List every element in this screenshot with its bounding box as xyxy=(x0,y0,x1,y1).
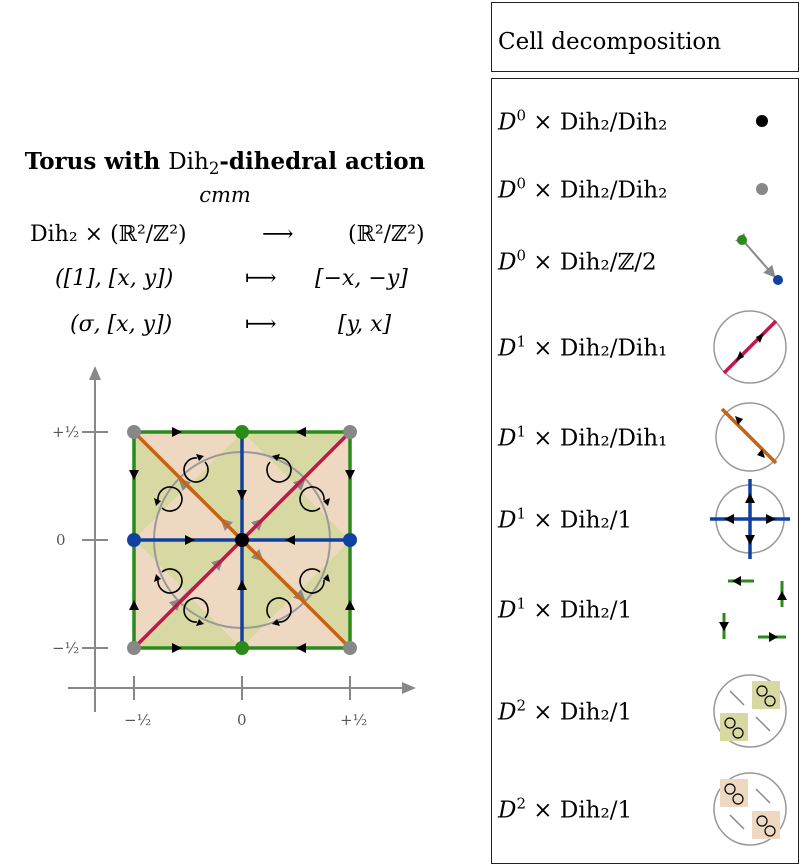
legend-row: D0 × Dih₂/ℤ/2 xyxy=(498,221,798,301)
blue-point xyxy=(127,533,141,547)
gray-point xyxy=(127,641,141,655)
olive-triangle xyxy=(134,432,188,540)
gray-point xyxy=(127,425,141,439)
x-tick-left: −½ xyxy=(124,711,151,729)
legend-row: D1 × Dih₂/Dih₁ xyxy=(498,307,798,387)
cell-label: D0 × Dih₂/ℤ/2 xyxy=(498,246,657,276)
map-arrow: ⟶ xyxy=(262,222,294,247)
legend-row: D1 × Dih₂/1 xyxy=(498,569,798,649)
cell-label: D0 × Dih₂/Dih₂ xyxy=(498,174,668,204)
olive-triangle xyxy=(134,594,242,648)
legend-row: D2 × Dih₂/1 xyxy=(498,671,798,751)
cell-decomposition-legend: D0 × Dih₂/Dih₂ D0 × Dih₂/Dih₂ D0 × Dih₂/… xyxy=(491,78,799,864)
green-blue-point-pair-icon xyxy=(735,232,783,285)
green-point xyxy=(235,425,249,439)
rotation-output: [−x, −y] xyxy=(315,266,408,291)
edge-direction-arrows xyxy=(129,427,355,653)
blue-point xyxy=(343,533,357,547)
wallpaper-group-label: cmm xyxy=(199,183,251,207)
legend-row: D0 × Dih₂/Dih₂ xyxy=(498,149,798,229)
y-tick-zero: 0 xyxy=(56,531,66,549)
reflection-input: (σ, [x, y]) xyxy=(70,312,173,337)
legend-row: D1 × Dih₂/Dih₁ xyxy=(498,397,798,477)
title-suffix: -dihedral action xyxy=(219,148,426,175)
peach-triangle xyxy=(134,432,242,486)
title-prefix: Torus with xyxy=(24,148,169,175)
y-tick-top: +½ xyxy=(52,423,79,441)
peach-triangles-icon xyxy=(713,772,787,846)
cell-label: D2 × Dih₂/1 xyxy=(498,794,633,824)
peach-triangle xyxy=(242,594,350,648)
black-point xyxy=(235,533,249,547)
green-point xyxy=(235,641,249,655)
cell-label: D1 × Dih₂/1 xyxy=(498,594,633,624)
black-point-icon xyxy=(756,115,768,127)
legend-header-label: Cell decomposition xyxy=(498,29,722,55)
cell-label: D1 × Dih₂/1 xyxy=(498,504,633,534)
olive-triangle xyxy=(296,540,350,648)
rotation-input: ([1], [x, y]) xyxy=(55,266,174,291)
legend-row: D0 × Dih₂/Dih₂ xyxy=(498,81,798,161)
y-tick-bottom: −½ xyxy=(52,639,79,657)
gray-point-icon xyxy=(756,183,768,195)
blue-cross-edges-icon xyxy=(710,479,790,559)
cell-label: D0 × Dih₂/Dih₂ xyxy=(498,106,668,136)
title-dih: Dih xyxy=(168,149,209,175)
legend-row: D1 × Dih₂/1 xyxy=(498,479,798,559)
cell-label: D1 × Dih₂/Dih₁ xyxy=(498,332,668,362)
orange-diagonal-edge-icon xyxy=(715,402,785,472)
vertex-points xyxy=(127,425,357,655)
torus-cell-diagram: +½ 0 −½ −½ 0 +½ xyxy=(52,366,416,729)
x-tick-right: +½ xyxy=(340,711,367,729)
rotation-arrows xyxy=(157,457,325,623)
peach-triangle xyxy=(296,432,350,540)
reflection-output: [y, x] xyxy=(338,312,392,337)
y-axis-arrowhead xyxy=(89,366,101,380)
gray-point xyxy=(343,641,357,655)
gray-point xyxy=(343,425,357,439)
cell-label: D1 × Dih₂/Dih₁ xyxy=(498,422,668,452)
diagram-title: Torus with Dih2-dihedral action xyxy=(0,148,450,178)
x-axis-arrowhead xyxy=(402,682,416,694)
olive-triangle xyxy=(242,432,350,486)
x-tick-zero: 0 xyxy=(237,711,247,729)
map-codomain: (ℝ²/ℤ²) xyxy=(348,222,425,247)
crimson-diagonal-edge-icon xyxy=(713,310,787,384)
maps-to-arrow: ⟼ xyxy=(245,312,277,337)
map-domain: Dih₂ × (ℝ²/ℤ²) xyxy=(30,222,187,247)
peach-triangle xyxy=(134,540,188,648)
rotation-arrowheads xyxy=(154,454,330,626)
legend-header: Cell decomposition xyxy=(491,2,799,72)
title-dih-subscript: 2 xyxy=(208,158,220,178)
legend-row: D2 × Dih₂/1 xyxy=(498,769,798,849)
green-boundary-edges-icon xyxy=(719,576,787,642)
olive-triangles-icon xyxy=(713,674,787,748)
maps-to-arrow: ⟼ xyxy=(245,266,277,291)
cell-label: D2 × Dih₂/1 xyxy=(498,696,633,726)
